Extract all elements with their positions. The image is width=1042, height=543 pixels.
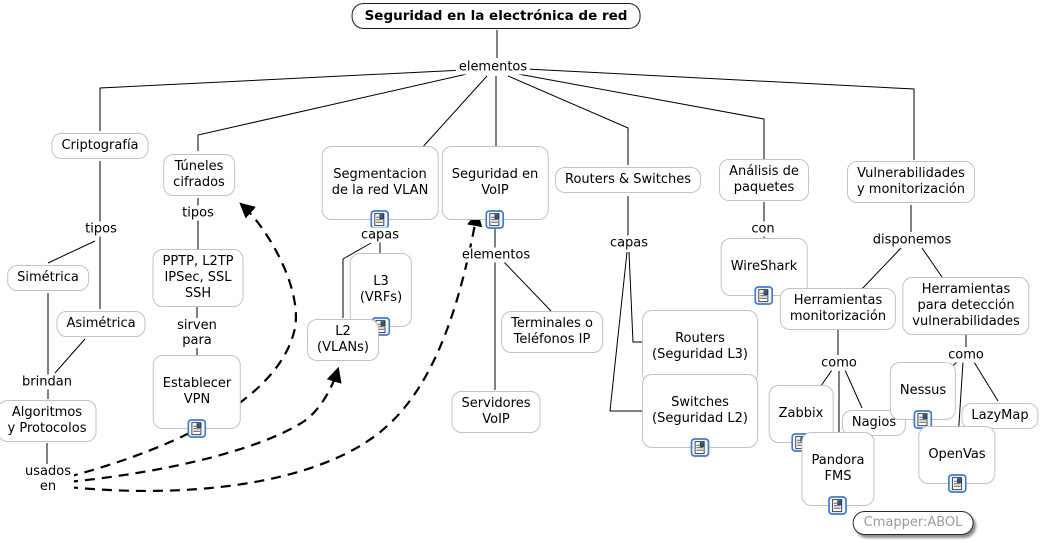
node-nessus[interactable]: Nessus [889,362,957,420]
node-label: WireShark [730,259,798,274]
resource-icon[interactable] [947,474,966,493]
resource-icon[interactable] [691,438,710,457]
node-label: OpenVas [928,447,986,462]
node-zabbix[interactable]: Zabbix [768,385,834,443]
node-label: Segmentacion de la red VLAN [331,167,429,198]
node-label: Pandora FMS [811,453,865,484]
link-label-capas-rs[interactable]: capas [606,235,652,251]
node-pandora-fms[interactable]: Pandora FMS [801,432,875,506]
node-segmentacion-vlan[interactable]: Segmentacion de la red VLAN [321,146,439,220]
node-tuneles-cifrados[interactable]: Túneles cifrados [163,154,235,196]
link-label-sirven-para[interactable]: sirven para [174,318,220,348]
cmapper-signature: Cmapper:ABOL [852,511,974,535]
node-label: Zabbix [778,406,824,421]
link-label-elementos-root[interactable]: elementos [455,59,531,75]
node-terminales-telefonos[interactable]: Terminales o Teléfonos IP [501,311,603,353]
node-openvas[interactable]: OpenVas [918,426,996,484]
node-herramientas-deteccion[interactable]: Herramientas para detección vulnerabilid… [902,277,1030,335]
node-lazymap[interactable]: LazyMap [961,403,1039,429]
node-routers-seguridad-l3[interactable]: Routers (Seguridad L3) [642,310,758,384]
dashed-arrows [67,202,483,493]
node-seguridad-voip[interactable]: Seguridad en VoIP [441,146,549,220]
node-label: Seguridad en VoIP [451,167,539,198]
node-servidores-voip[interactable]: Servidores VoIP [451,391,541,433]
link-label-como-deteccion[interactable]: como [945,347,987,363]
node-l2-vlans[interactable]: L2 (VLANs) [307,319,379,361]
link-label-como-monitorizacion[interactable]: como [818,355,860,371]
resource-icon[interactable] [485,210,504,229]
link-label-capas-vlan[interactable]: capas [357,227,403,243]
link-label-tipos-criptografia[interactable]: tipos [82,221,120,237]
node-simetrica[interactable]: Simétrica [7,265,89,291]
node-label: Nessus [899,383,947,398]
resource-icon[interactable] [371,210,390,229]
node-asimetrica[interactable]: Asimétrica [56,311,146,337]
node-analisis-paquetes[interactable]: Análisis de paquetes [719,159,809,201]
node-criptografia[interactable]: Criptografía [51,133,149,159]
node-pptp-l2tp[interactable]: PPTP, L2TP IPSec, SSL SSH [152,249,244,307]
node-algoritmos-protocolos[interactable]: Algoritmos y Protocolos [0,400,97,442]
node-establecer-vpn[interactable]: Establecer VPN [152,355,242,429]
node-routers-switches[interactable]: Routers & Switches [554,167,702,193]
link-label-usados-en[interactable]: usados en [22,464,74,494]
resource-icon[interactable] [754,286,773,305]
resource-icon[interactable] [828,496,847,515]
node-label: Routers (Seguridad L3) [652,331,748,362]
link-label-con[interactable]: con [748,221,778,237]
node-label: Switches (Seguridad L2) [652,395,748,426]
resource-icon[interactable] [188,419,207,438]
node-vulnerabilidades[interactable]: Vulnerabilidades y monitorización [846,161,976,203]
node-label: Establecer VPN [162,376,232,407]
link-label-elementos-voip[interactable]: elementos [458,247,534,263]
node-l3-vrfs[interactable]: L3 (VRFs) [349,253,413,327]
node-herramientas-monitorizacion[interactable]: Herramientas monitorización [779,288,897,330]
link-label-brindan[interactable]: brindan [19,374,75,390]
link-label-disponemos[interactable]: disponemos [869,232,955,248]
node-wireshark[interactable]: WireShark [720,238,808,296]
link-label-tipos-tuneles[interactable]: tipos [179,205,217,221]
node-label: L3 (VRFs) [359,274,403,305]
node-switches-seguridad-l2[interactable]: Switches (Seguridad L2) [642,374,758,448]
node-title[interactable]: Seguridad en la electrónica de red [351,3,641,29]
